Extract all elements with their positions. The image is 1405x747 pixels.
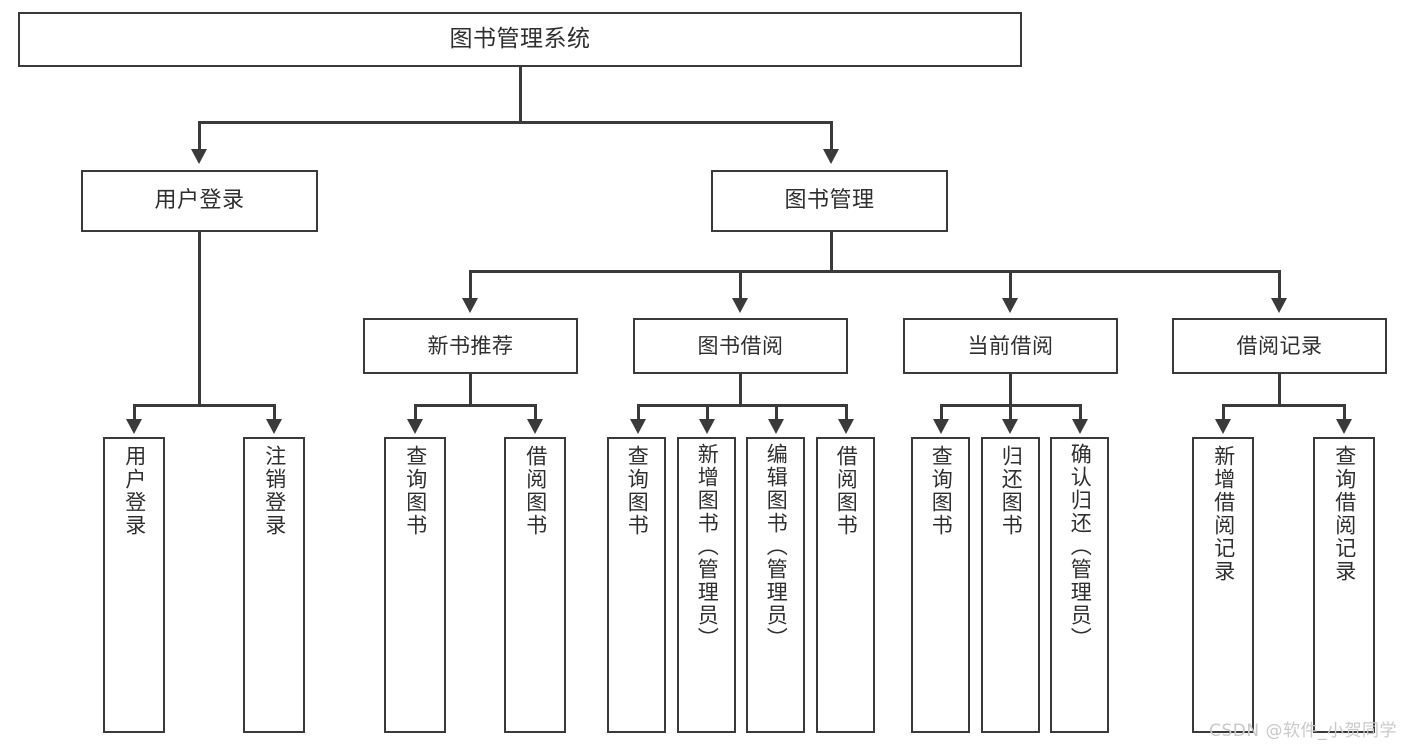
connector-bookborrow-drop-4 <box>845 404 848 421</box>
leaf-query-book-recommend[interactable]: 查询图书 <box>384 437 446 733</box>
arrow-to-leaf-query-record <box>1336 419 1352 434</box>
connector-userlogin-bus <box>133 404 275 407</box>
connector-bookmanage-drop-4 <box>1278 270 1281 300</box>
node-label: 图书借阅 <box>697 333 784 358</box>
connector-root-bus <box>198 121 832 124</box>
leaf-label: 新增图书（管理员） <box>695 443 720 650</box>
arrow-to-leaf-query-book-b <box>630 419 646 434</box>
arrow-to-leaf-borrow-book-b <box>838 419 854 434</box>
leaf-borrow-book-borrow[interactable]: 借阅图书 <box>816 437 875 733</box>
connector-newbook-bus <box>414 404 536 407</box>
node-current-borrow[interactable]: 当前借阅 <box>903 318 1118 374</box>
node-label: 用户登录 <box>154 188 245 213</box>
connector-newbook-drop-2 <box>534 404 537 421</box>
leaf-return-book[interactable]: 归还图书 <box>981 437 1040 733</box>
connector-currentborrow-drop-3 <box>1079 404 1082 421</box>
leaf-query-borrow-record[interactable]: 查询借阅记录 <box>1313 437 1375 733</box>
arrow-to-leaf-user-login <box>126 419 142 434</box>
connector-currentborrow-drop-1 <box>940 404 943 421</box>
connector-userlogin-drop-2 <box>273 404 276 421</box>
leaf-label: 查询图书 <box>403 445 428 537</box>
connector-newbook-drop-1 <box>414 404 417 421</box>
node-book-borrow[interactable]: 图书借阅 <box>633 318 848 374</box>
leaf-borrow-book-recommend[interactable]: 借阅图书 <box>504 437 566 733</box>
node-label: 图书管理系统 <box>449 26 591 52</box>
connector-borrowrecord-drop-1 <box>1222 404 1225 421</box>
leaf-query-book-borrow[interactable]: 查询图书 <box>607 437 666 733</box>
leaf-user-login[interactable]: 用户登录 <box>103 437 165 733</box>
connector-bookmanage-stem <box>830 232 833 270</box>
connector-borrowrecord-stem <box>1278 374 1281 404</box>
leaf-logout[interactable]: 注销登录 <box>243 437 305 733</box>
node-root-system[interactable]: 图书管理系统 <box>18 12 1022 67</box>
leaf-confirm-return-admin[interactable]: 确认归还（管理员） <box>1050 437 1109 733</box>
leaf-label: 确认归还（管理员） <box>1068 443 1093 650</box>
arrow-to-leaf-borrow-book-a <box>527 419 543 434</box>
connector-userlogin-stem <box>198 232 201 404</box>
leaf-label: 注销登录 <box>262 445 287 537</box>
node-label: 当前借阅 <box>967 333 1054 358</box>
node-user-login[interactable]: 用户登录 <box>81 170 318 232</box>
leaf-label: 查询图书 <box>625 445 650 537</box>
leaf-label: 编辑图书（管理员） <box>764 443 789 650</box>
arrow-to-new-book-recommend <box>462 298 478 313</box>
leaf-add-borrow-record[interactable]: 新增借阅记录 <box>1192 437 1254 733</box>
csdn-watermark: CSDN @软件_小贺同学 <box>1209 721 1397 741</box>
connector-userlogin-drop-1 <box>133 404 136 421</box>
connector-bookborrow-drop-2 <box>706 404 709 421</box>
arrow-to-leaf-edit-book <box>768 419 784 434</box>
leaf-label: 用户登录 <box>122 445 147 537</box>
arrow-to-borrow-record <box>1271 298 1287 313</box>
node-label: 图书管理 <box>784 188 875 213</box>
connector-bookborrow-drop-1 <box>637 404 640 421</box>
connector-borrowrecord-bus <box>1222 404 1344 407</box>
connector-bookmanage-bus <box>469 270 1280 273</box>
node-label: 借阅记录 <box>1236 333 1323 358</box>
connector-bookmanage-drop-2 <box>739 270 742 300</box>
connector-bookborrow-drop-3 <box>775 404 778 421</box>
node-new-book-recommend[interactable]: 新书推荐 <box>363 318 578 374</box>
arrow-to-leaf-confirm-return <box>1072 419 1088 434</box>
arrow-to-leaf-logout <box>266 419 282 434</box>
arrow-to-leaf-return-book <box>1002 419 1018 434</box>
connector-currentborrow-stem <box>1009 374 1012 404</box>
connector-bookmanage-drop-1 <box>469 270 472 300</box>
arrow-to-leaf-query-book-c <box>933 419 949 434</box>
node-borrow-record[interactable]: 借阅记录 <box>1172 318 1387 374</box>
leaf-edit-book-admin[interactable]: 编辑图书（管理员） <box>746 437 805 733</box>
connector-root-drop-2 <box>830 121 833 151</box>
leaf-label: 归还图书 <box>999 445 1024 537</box>
leaf-query-book-current[interactable]: 查询图书 <box>911 437 970 733</box>
leaf-label: 借阅图书 <box>834 445 859 537</box>
connector-bookmanage-drop-3 <box>1009 270 1012 300</box>
leaf-label: 新增借阅记录 <box>1211 445 1236 583</box>
leaf-label: 查询图书 <box>929 445 954 537</box>
arrow-to-book-borrow <box>732 298 748 313</box>
arrow-to-current-borrow <box>1002 298 1018 313</box>
leaf-label: 查询借阅记录 <box>1332 445 1357 583</box>
arrow-to-leaf-add-book <box>699 419 715 434</box>
connector-bookborrow-stem <box>739 374 742 404</box>
connector-newbook-stem <box>469 374 472 404</box>
connector-root-stem <box>519 66 522 121</box>
arrow-to-leaf-add-record <box>1215 419 1231 434</box>
node-label: 新书推荐 <box>427 333 514 358</box>
connector-root-drop-1 <box>198 121 201 151</box>
connector-bookborrow-bus <box>637 404 845 407</box>
arrow-to-user-login <box>191 149 207 164</box>
arrow-to-book-manage <box>823 149 839 164</box>
connector-currentborrow-drop-2 <box>1009 404 1012 421</box>
leaf-add-book-admin[interactable]: 新增图书（管理员） <box>677 437 736 733</box>
node-book-management[interactable]: 图书管理 <box>711 170 948 232</box>
connector-borrowrecord-drop-2 <box>1343 404 1346 421</box>
arrow-to-leaf-query-book-a <box>407 419 423 434</box>
leaf-label: 借阅图书 <box>523 445 548 537</box>
